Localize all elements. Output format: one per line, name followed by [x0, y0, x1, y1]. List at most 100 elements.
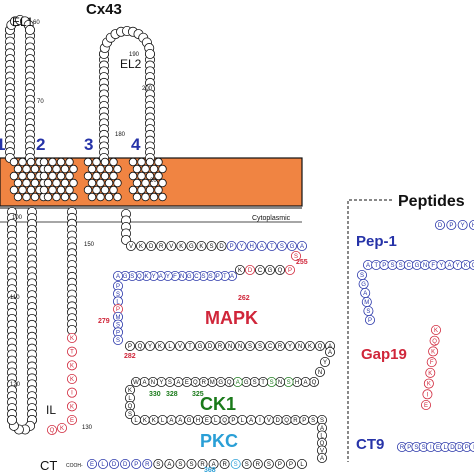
gap19-bead [422, 389, 433, 400]
residue-letter: S [294, 254, 298, 260]
residue-letter: A [116, 274, 120, 280]
residue-letter: L [161, 418, 165, 424]
residue-letter: S [422, 445, 426, 451]
residue-letter: Y [166, 274, 170, 280]
residue-letter: Q [193, 380, 198, 386]
residue-letter: A [167, 462, 171, 468]
tm1-bead [18, 171, 27, 181]
ct-bead [216, 240, 227, 251]
tm3-bead [109, 171, 118, 181]
residue-letter: P [231, 418, 235, 424]
residue-letter: K [60, 426, 64, 432]
residue-number-200: 200 [142, 86, 153, 92]
residue-letter: K [128, 388, 132, 394]
gap19-bead [420, 399, 431, 410]
ct-bead [294, 340, 305, 351]
tm1-bead [22, 192, 31, 202]
residue-letter: G [189, 244, 194, 250]
ct-bead [316, 452, 327, 463]
ct-bead [144, 340, 155, 351]
residue-letter: Q [284, 418, 289, 424]
residue-letter: Q [50, 428, 55, 434]
cytoplasmic-label: Cytoplasmic [252, 215, 291, 222]
cooh-label: COOH- [66, 463, 83, 469]
residue-letter: Y [148, 344, 152, 350]
residue-letter: K [70, 377, 74, 383]
tm4-bead [141, 192, 150, 202]
residue-letter: S [390, 263, 394, 269]
tm2-bead [39, 185, 49, 195]
residue-letter: G [361, 282, 366, 288]
residue-letter: N [278, 380, 282, 386]
kinase-ck1-label: CK1 [200, 394, 236, 414]
tm3-bead [100, 171, 110, 181]
ct-bead [126, 240, 137, 251]
residue-letter: A [320, 426, 324, 432]
residue-letter: S [178, 462, 182, 468]
el2-bead [144, 49, 155, 60]
ct-bead [234, 340, 245, 351]
residue-letter: R [256, 462, 261, 468]
ct-bead [274, 264, 285, 275]
gap19-bead [425, 367, 436, 378]
tm2-bead [39, 157, 49, 167]
tm4-bead [141, 164, 150, 174]
residue-letter: Y [323, 360, 327, 366]
tm3-bead [83, 157, 93, 167]
ct-bead [244, 340, 255, 351]
residue-letter: K [199, 244, 203, 250]
tm3-bead [100, 185, 110, 195]
residue-letter: H [250, 244, 254, 250]
ct-bead [142, 458, 153, 469]
residue-letter: P [289, 462, 293, 468]
ct-bead [324, 346, 335, 357]
residue-letter: P [216, 274, 220, 280]
residue-letter: P [230, 244, 234, 250]
tm4-bead [158, 164, 167, 174]
site-label-262: 262 [238, 295, 250, 302]
tm2-bead [43, 192, 53, 202]
residue-letter: I [430, 445, 432, 451]
el1-label: EL1 [12, 15, 34, 29]
il-loop-bead [7, 414, 17, 425]
tm3-bead [96, 178, 105, 188]
residue-letter: P [116, 330, 120, 336]
tm1-bead [22, 178, 31, 188]
residue-letter: S [201, 274, 205, 280]
tm2-bead [56, 171, 66, 181]
residue-letter: A [142, 380, 146, 386]
residue-letter: D [457, 445, 462, 451]
il-sequence-bead [47, 424, 58, 435]
tm3-bead [104, 192, 114, 202]
residue-letter: S [270, 380, 274, 386]
residue-letter: N [298, 344, 302, 350]
residue-letter: D [123, 462, 128, 468]
tm2-bead [43, 178, 53, 188]
tm3-bead [83, 185, 93, 195]
residue-letter: C [194, 274, 199, 280]
tm2-bead [39, 171, 49, 181]
tm1-bead [26, 157, 36, 167]
residue-letter: T [188, 344, 192, 350]
residue-letter: P [302, 418, 306, 424]
tm3-bead [92, 171, 101, 181]
il-sequence-bead [67, 387, 78, 398]
il-sequence-bead [67, 373, 78, 384]
residue-letter: G [187, 274, 192, 280]
tm3-bead [96, 192, 105, 202]
residue-letter: S [128, 412, 132, 418]
residue-letter: A [236, 380, 240, 386]
tm2-bead [69, 192, 78, 202]
tm2-bead [60, 192, 70, 202]
tm3-bead [109, 157, 118, 167]
residue-letter: T [270, 244, 274, 250]
tm2-bead [48, 185, 57, 195]
residue-letter: S [130, 274, 134, 280]
residue-letter: L [444, 445, 448, 451]
residue-letter: K [434, 328, 438, 334]
il-sequence-bead [67, 414, 78, 425]
tm2-bead [60, 178, 70, 188]
residue-letter: P [288, 268, 292, 274]
kinase-mapk-label: MAPK [205, 308, 258, 328]
residue-letter: S [287, 380, 291, 386]
